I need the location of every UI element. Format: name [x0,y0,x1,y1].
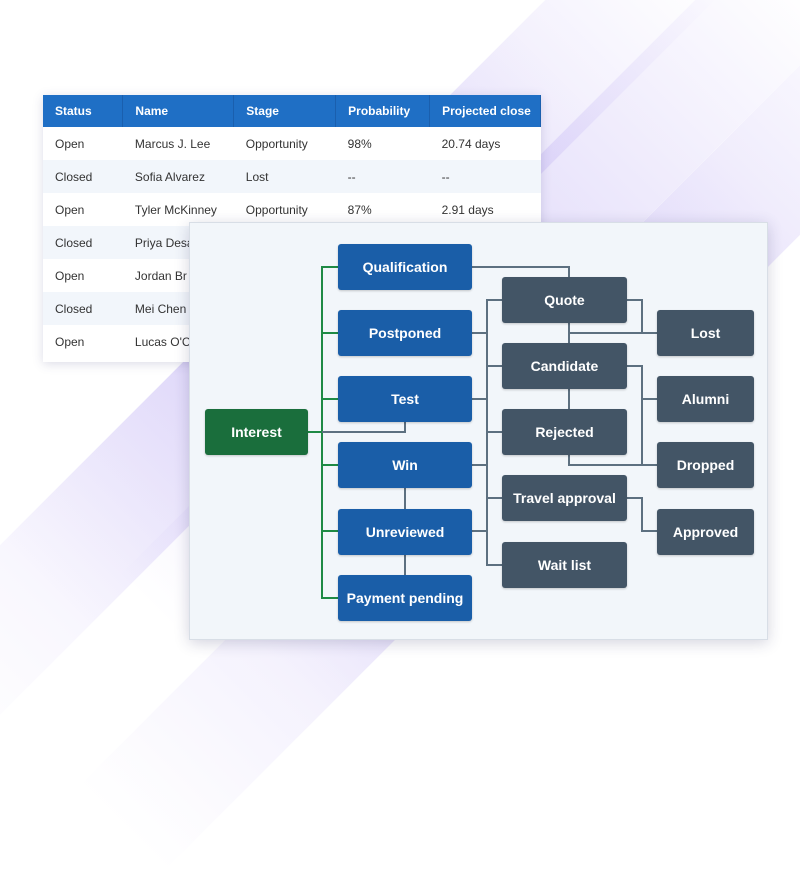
node-lost[interactable]: Lost [657,310,754,356]
node-payment-pending[interactable]: Payment pending [338,575,472,621]
node-alumni[interactable]: Alumni [657,376,754,422]
node-dropped[interactable]: Dropped [657,442,754,488]
table-cell: Opportunity [245,202,308,217]
table-cell: -- [429,160,541,193]
connector [322,422,406,433]
table-row[interactable]: Open Jordan Br [43,259,541,292]
table-cell: Tyler McKinney [134,202,217,217]
table-cell: Open [55,334,85,349]
table-cell: Jordan Br [134,268,187,283]
table-cell: Open [55,136,85,151]
table-cell: Open [55,268,85,283]
table-row[interactable]: Open Lucas O'C [43,325,541,358]
table-cell: Sofia Alvarez [122,160,234,193]
node-quote[interactable]: Quote [502,277,627,323]
column-header[interactable]: Name [122,95,235,127]
table-cell: Lucas O'C [134,334,191,349]
column-header[interactable]: Projected close [429,95,541,127]
column-header[interactable]: Probability [335,95,431,127]
column-header[interactable]: Status [43,95,124,127]
table-cell: Closed [43,292,123,325]
table-cell: -- [335,160,430,193]
node-unreviewed[interactable]: Unreviewed [338,509,472,555]
table-row[interactable]: Open Marcus J. Lee Opportunity 98% 20.74 day… [43,127,541,160]
table-cell: Lost [233,160,336,193]
connector [568,455,657,466]
table-cell: 87% [347,202,372,217]
connectors [308,266,657,599]
node-wait-list[interactable]: Wait list [502,542,627,588]
table-cell: 98% [347,136,372,151]
node-approved[interactable]: Approved [657,509,754,555]
connector [627,497,657,532]
table-cell: Open [55,202,85,217]
connector [472,266,570,277]
node-candidate[interactable]: Candidate [502,343,627,389]
table-cell: Closed [43,160,123,193]
node-interest[interactable]: Interest [205,409,308,455]
node-test[interactable]: Test [338,376,472,422]
table-cell: 20.74 days [441,136,501,151]
table-cell: Marcus J. Lee [134,136,211,151]
node-win[interactable]: Win [338,442,472,488]
connector [627,365,643,465]
connector [627,299,643,333]
node-qualification[interactable]: Qualification [338,244,472,290]
node-postponed[interactable]: Postponed [338,310,472,356]
table-row[interactable]: Open Tyler McKinney Opportunity 87% 2.91 day… [43,193,541,226]
node-travel-approval[interactable]: Travel approval [502,475,627,521]
node-rejected[interactable]: Rejected [502,409,627,455]
table-cell: 2.91 days [441,202,494,217]
table-cell: Opportunity [245,136,308,151]
column-header[interactable]: Stage [233,95,337,127]
table-cell: Closed [43,226,123,259]
